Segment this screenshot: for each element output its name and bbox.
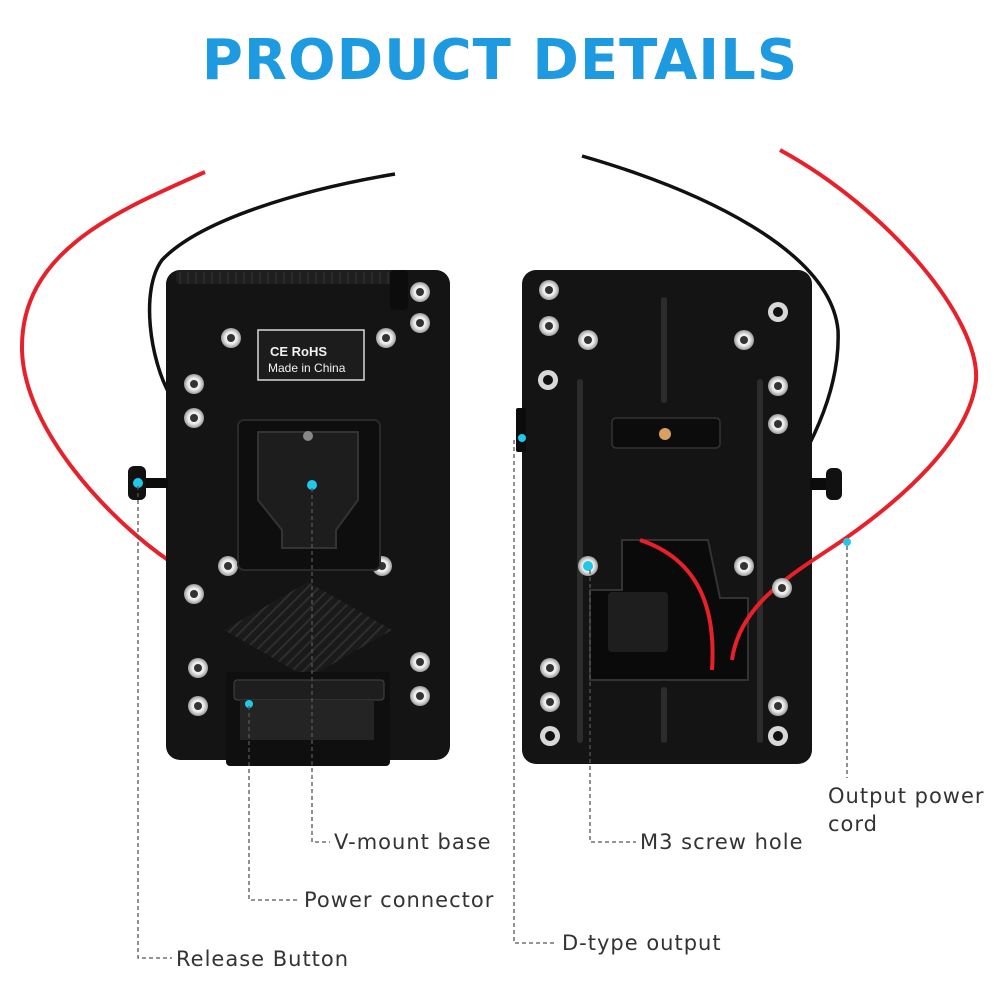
- label-output-power-cord: Output power cord: [828, 782, 985, 838]
- label-v-mount-base: V-mount base: [334, 830, 492, 854]
- label-release-button: Release Button: [176, 947, 350, 971]
- speaker-grill: [224, 582, 392, 678]
- d-type-output-port: [516, 408, 526, 452]
- leader-release-button: [137, 486, 172, 959]
- left-red-wire: [19, 170, 206, 562]
- compliance-label-line2: Made in China: [268, 361, 346, 375]
- callout-leaders: [137, 440, 848, 959]
- page-title: PRODUCT DETAILS: [201, 28, 799, 93]
- compliance-label: [257, 329, 365, 381]
- leader-m3-screw-hole: [589, 570, 636, 843]
- v-mount-wedge: [257, 431, 359, 549]
- leader-v-mount-base: [311, 488, 330, 843]
- left-screw-holes: [184, 282, 430, 716]
- left-plate: CE RoHS Made in China: [19, 170, 450, 766]
- label-output-power-cord-line2: cord: [828, 812, 878, 836]
- label-m3-screw-hole: M3 screw hole: [640, 830, 804, 854]
- label-power-connector: Power connector: [304, 888, 495, 912]
- label-d-type-output: D-type output: [562, 931, 722, 955]
- top-fins: [179, 272, 389, 284]
- label-output-power-cord-line1: Output power: [828, 784, 985, 808]
- left-black-wire: [147, 172, 396, 396]
- leader-power-connector: [248, 706, 300, 901]
- right-screw-holes: [538, 280, 792, 746]
- right-plate: [516, 148, 979, 764]
- compliance-label-line1: CE RoHS: [270, 344, 327, 359]
